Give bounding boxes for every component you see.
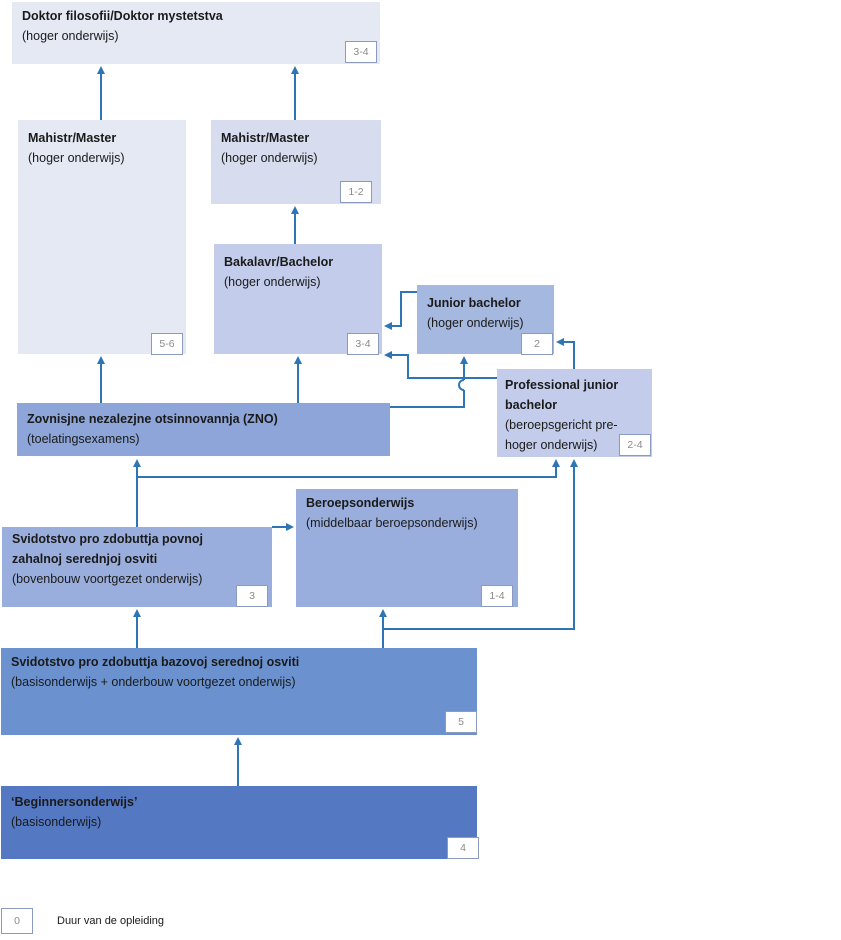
bachelor-title: Bakalavr/Bachelor (224, 255, 334, 269)
arrow-professional-to-bachelor (384, 351, 497, 379)
junior-bachelor-duration: 2 (521, 333, 553, 355)
master-short-sub: (hoger onderwijs) (221, 151, 318, 165)
box-povnoj: Svidotstvo pro zdobuttja povnoj zahalnoj… (2, 527, 272, 607)
master-short-duration: 1-2 (340, 181, 372, 203)
beginners-duration: 4 (447, 837, 479, 859)
povnoj-sub: (bovenbouw voortgezet onderwijs) (12, 572, 203, 586)
arrow-professional-to-junior (556, 338, 575, 369)
legend-duration-label: Duur van de opleiding (57, 915, 165, 927)
box-zno: Zovnisjne nezalezjne otsinnovannja (ZNO)… (17, 403, 390, 456)
box-bazovoj: Svidotstvo pro zdobuttja bazovoj seredno… (1, 648, 477, 735)
beroeps-sub: (middelbaar beroepsonderwijs) (306, 516, 478, 530)
doctor-duration: 3-4 (345, 41, 377, 63)
beroeps-title: Beroepsonderwijs (306, 496, 415, 510)
box-doctor: Doktor filosofii/Doktor mystetstva (hoge… (12, 2, 380, 64)
bachelor-duration: 3-4 (347, 333, 379, 355)
professional-junior-sub: (beroepsgericht pre-hoger onderwijs) (505, 418, 618, 452)
beginners-title: ‘Beginnersonderwijs’ (11, 795, 138, 809)
master-long-duration: 5-6 (151, 333, 183, 355)
box-beginners: ‘Beginnersonderwijs’ (basisonderwijs) (1, 786, 477, 859)
arrow-povnoj-to-professional (137, 459, 560, 478)
box-master-short: Mahistr/Master (hoger onderwijs) (211, 120, 381, 204)
master-short-title: Mahistr/Master (221, 131, 310, 145)
beroeps-duration: 1-4 (481, 585, 513, 607)
arrow-zno-to-junior (390, 390, 465, 408)
doctor-title: Doktor filosofii/Doktor mystetstva (22, 9, 223, 23)
beginners-sub: (basisonderwijs) (11, 815, 102, 829)
junior-bachelor-title: Junior bachelor (427, 296, 521, 310)
bazovoj-sub: (basisonderwijs + onderbouw voortgezet o… (11, 675, 296, 689)
doctor-sub: (hoger onderwijs) (22, 29, 119, 43)
arrow-junior-to-bachelor (384, 291, 417, 330)
professional-junior-duration: 2-4 (619, 434, 651, 456)
povnoj-title: Svidotstvo pro zdobuttja povnoj zahalnoj… (12, 532, 203, 566)
master-long-sub: (hoger onderwijs) (28, 151, 125, 165)
legend-duration-sample: 0 (1, 908, 33, 934)
povnoj-duration: 3 (236, 585, 268, 607)
bachelor-sub: (hoger onderwijs) (224, 275, 321, 289)
box-master-long: Mahistr/Master (hoger onderwijs) (18, 120, 186, 354)
zno-sub: (toelatingsexamens) (27, 432, 140, 446)
bazovoj-duration: 5 (445, 711, 477, 733)
professional-junior-title: Professional junior bachelor (505, 378, 619, 412)
zno-title: Zovnisjne nezalezjne otsinnovannja (ZNO) (27, 412, 278, 426)
bazovoj-title: Svidotstvo pro zdobuttja bazovoj seredno… (11, 655, 300, 669)
master-long-title: Mahistr/Master (28, 131, 117, 145)
junior-bachelor-sub: (hoger onderwijs) (427, 316, 524, 330)
